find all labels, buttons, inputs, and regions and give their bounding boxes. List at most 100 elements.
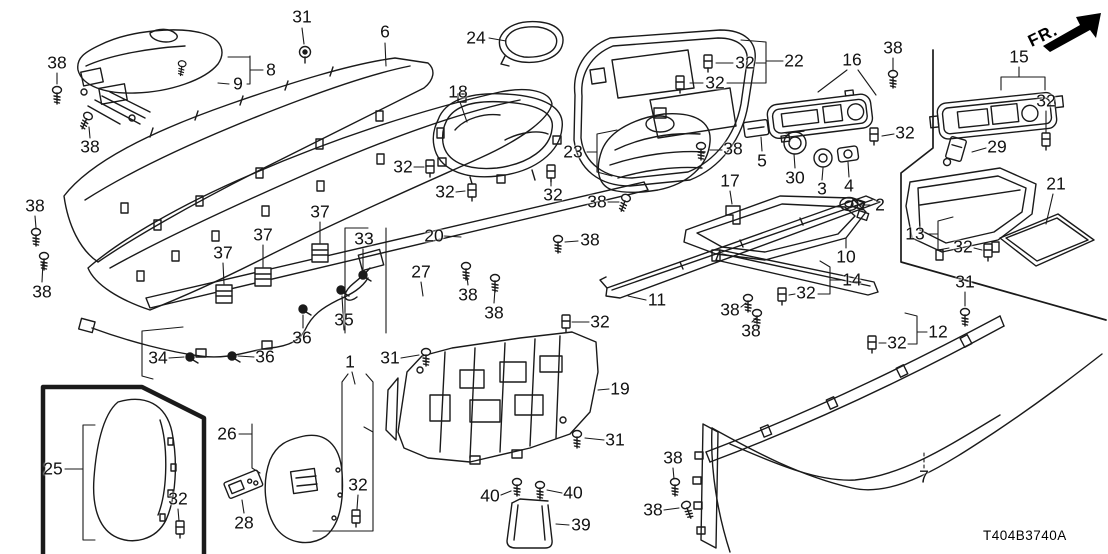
- part-callout-23: 23: [563, 141, 583, 162]
- part-callout-37: 37: [213, 242, 233, 263]
- console-frame-part-19: [385, 331, 599, 465]
- part-callout-9: 9: [233, 73, 243, 94]
- connector-part-28: [223, 469, 264, 499]
- rubber-mat-part-21: [999, 213, 1095, 267]
- part-callout-6: 6: [380, 21, 390, 42]
- part-callout-24: 24: [466, 27, 486, 48]
- part-callout-18: 18: [448, 81, 468, 102]
- part-callout-26: 26: [217, 423, 237, 444]
- part-callout-38: 38: [663, 447, 683, 468]
- part-callout-5: 5: [757, 150, 767, 171]
- part-callout-32: 32: [796, 282, 816, 303]
- part-callout-40: 40: [563, 482, 583, 503]
- part-callout-14: 14: [842, 269, 862, 290]
- group-box-boundary: [900, 49, 1107, 321]
- part-callout-31: 31: [292, 6, 312, 27]
- part-callout-4: 4: [844, 175, 854, 196]
- part-callout-32: 32: [348, 474, 368, 495]
- part-callout-38: 38: [458, 284, 478, 305]
- part-callout-2: 2: [875, 194, 885, 215]
- outer-cover-part-7: [692, 353, 1103, 553]
- part-callout-38: 38: [720, 299, 740, 320]
- side-garnish-part-11: [599, 195, 881, 299]
- diagram-code: T404B3740A: [983, 528, 1067, 543]
- part-callout-22: 22: [784, 50, 804, 71]
- part-callout-17: 17: [720, 170, 740, 191]
- part-callout-38: 38: [484, 302, 504, 323]
- part-callout-31: 31: [955, 271, 975, 292]
- knob-part-3: [813, 148, 833, 168]
- switch-part-29: [942, 135, 967, 167]
- part-callout-32: 32: [393, 156, 413, 177]
- part-callout-36: 36: [255, 346, 275, 367]
- part-callout-37: 37: [253, 224, 273, 245]
- part-callout-37: 37: [310, 201, 330, 222]
- part-callout-19: 19: [610, 378, 630, 399]
- part-callout-8: 8: [266, 59, 276, 80]
- part-callout-31: 31: [605, 429, 625, 450]
- shift-boot-part-23: [597, 107, 711, 193]
- part-callout-15: 15: [1009, 46, 1029, 67]
- part-callout-38: 38: [883, 37, 903, 58]
- part-callout-33: 33: [354, 228, 374, 249]
- part-callout-32: 32: [1036, 90, 1056, 111]
- part-callout-35: 35: [334, 309, 354, 330]
- accessory-panel-part-15: [929, 91, 1065, 140]
- hook-part-17: [725, 205, 741, 225]
- part-callout-27: 27: [411, 261, 431, 282]
- part-callout-32: 32: [887, 332, 907, 353]
- part-callout-32: 32: [953, 236, 973, 257]
- part-callout-31: 31: [380, 347, 400, 368]
- part-callout-12: 12: [928, 321, 948, 342]
- part-callout-38: 38: [80, 136, 100, 157]
- leader-lines: [34, 27, 1054, 541]
- side-pad-part-26: [264, 434, 344, 544]
- part-callout-32: 32: [705, 72, 725, 93]
- part-callout-40: 40: [480, 485, 500, 506]
- heater-control-panel-part-16: [766, 89, 874, 143]
- part-callout-38: 38: [741, 320, 761, 341]
- u-bracket-part-39: [506, 498, 553, 549]
- fr-direction-arrow: [1043, 13, 1101, 52]
- part-callout-36: 36: [292, 327, 312, 348]
- storage-tray-part-24: [498, 20, 564, 67]
- part-callout-13: 13: [905, 223, 925, 244]
- knob-part-4: [836, 145, 860, 163]
- part-callout-11: 11: [647, 289, 667, 310]
- part-callout-34: 34: [148, 347, 168, 368]
- part-callout-10: 10: [836, 246, 856, 267]
- part-callout-32: 32: [435, 181, 455, 202]
- part-callout-38: 38: [723, 138, 743, 159]
- part-callout-32: 32: [590, 311, 610, 332]
- side-pad-part-25: [92, 398, 177, 542]
- armrest-lid-part-8: [77, 28, 223, 125]
- part-callout-32: 32: [735, 52, 755, 73]
- part-callout-38: 38: [587, 191, 607, 212]
- part-callout-38: 38: [580, 229, 600, 250]
- long-rail: [145, 181, 649, 309]
- part-callout-16: 16: [842, 49, 862, 70]
- part-callout-38: 38: [32, 281, 52, 302]
- switch-part-5: [742, 118, 770, 139]
- part-callout-28: 28: [234, 512, 254, 533]
- part-callout-3: 3: [817, 178, 827, 199]
- part-callout-7: 7: [919, 466, 929, 487]
- part-callout-21: 21: [1046, 173, 1066, 194]
- part-callout-29: 29: [987, 136, 1007, 157]
- console-lower-panel: [87, 88, 553, 311]
- part-callout-38: 38: [47, 52, 67, 73]
- part-callout-32: 32: [543, 184, 563, 205]
- part-callout-1: 1: [345, 351, 355, 372]
- part-callout-38: 38: [25, 195, 45, 216]
- console-side-panel-part-6: [63, 57, 434, 263]
- cup-holder-part-18: [432, 93, 563, 188]
- part-callout-20: 20: [424, 225, 444, 246]
- thick-divider-box: [40, 384, 207, 554]
- part-callout-38: 38: [643, 499, 663, 520]
- part-callout-30: 30: [785, 167, 805, 188]
- power-socket-part-30: [783, 130, 807, 155]
- part-callout-25: 25: [43, 458, 63, 479]
- part-callout-32: 32: [895, 122, 915, 143]
